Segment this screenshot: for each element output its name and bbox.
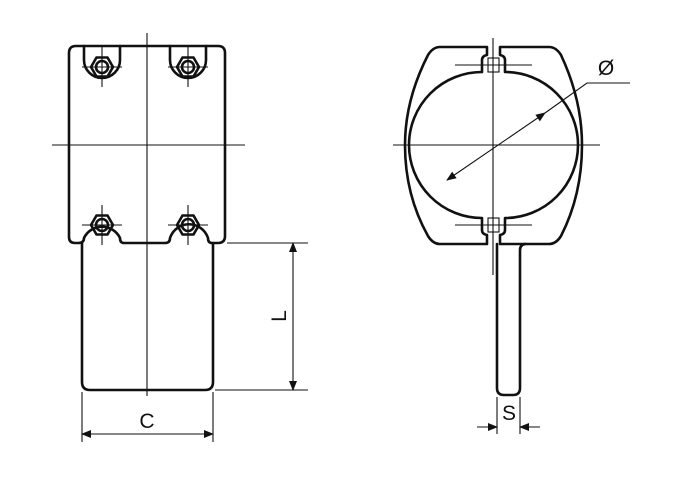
dimension-l-label: L [268, 310, 291, 322]
dimension-s-label: S [502, 402, 516, 425]
bolt-icon [82, 47, 208, 245]
plate-side-outline [495, 242, 527, 397]
clamp-right-half [498, 45, 584, 246]
front-view: C L [52, 33, 308, 442]
clamp-left-half [403, 45, 489, 246]
diameter-leader [544, 82, 630, 114]
diameter-line [446, 112, 546, 181]
dimension-c-label: C [139, 410, 154, 433]
diameter-symbol: Ø [598, 57, 614, 80]
clamp-body-outline [67, 44, 227, 245]
side-view: Ø S [393, 38, 630, 434]
